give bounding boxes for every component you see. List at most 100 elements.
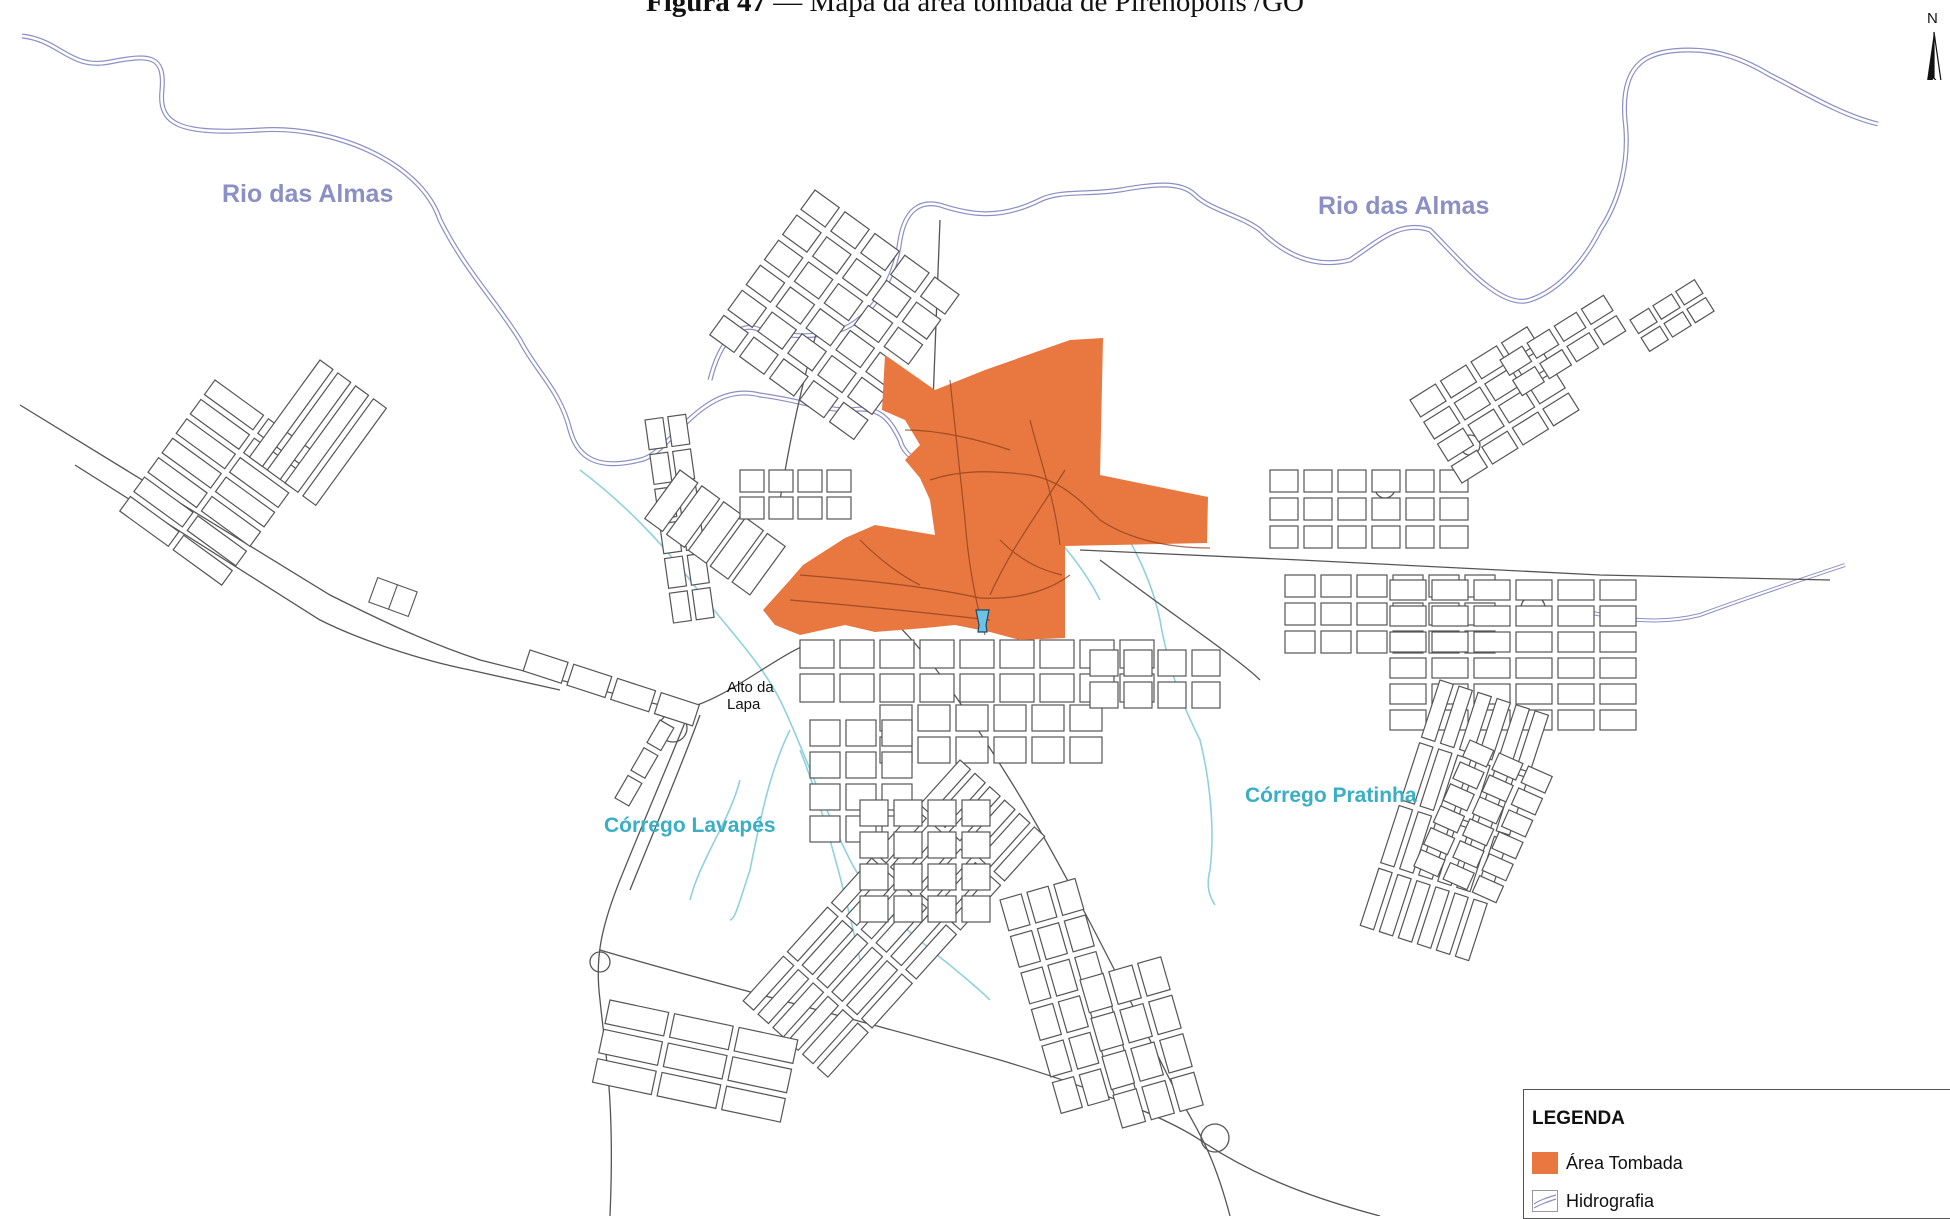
city-block [859,831,889,859]
city-block [1397,879,1431,943]
city-block [1359,867,1393,931]
city-block [1389,683,1427,705]
city-block [816,354,858,394]
city-block [1157,649,1187,677]
city-block [1481,774,1515,803]
city-block [978,812,1031,869]
city-block [1473,579,1511,601]
city-block [727,1056,793,1094]
block-group [1079,956,1204,1129]
city-block [1640,325,1670,353]
city-block [826,496,852,520]
city-block [1051,1075,1084,1115]
city-block [1557,683,1595,705]
city-block [1500,809,1534,838]
figure-title: Mapa da área tombada de Pirenópolis /GO [809,0,1304,18]
city-block [781,214,822,253]
city-block [1599,605,1637,627]
city-block [917,704,951,732]
protected-area-polygon [763,338,1208,640]
city-block [1069,736,1103,764]
city-block [1491,831,1524,860]
city-block [1078,1068,1110,1107]
city-block [879,673,915,703]
city-block [904,924,958,980]
city-block [1436,427,1475,462]
city-block [859,863,889,891]
city-block [1453,386,1492,421]
city-block [1557,657,1595,679]
church-marker [975,609,990,633]
city-block [147,456,208,509]
city-block [1405,497,1435,521]
city-block [668,590,693,624]
city-block [1356,574,1388,598]
city-block [1090,1011,1125,1052]
block-group [859,799,991,923]
city-block [1337,497,1367,521]
city-block [1039,673,1075,703]
city-block [646,719,675,752]
city-block [757,311,798,350]
city-block [228,456,290,509]
city-block [1409,383,1447,418]
city-block [1191,681,1221,709]
city-block [1057,995,1090,1034]
city-block [1439,497,1469,521]
city-block [566,663,613,699]
city-block [999,639,1035,669]
city-block [893,831,923,859]
city-block [284,385,370,494]
block-group [248,359,388,507]
city-block [1269,497,1299,521]
city-block [768,496,794,520]
city-block [1036,922,1069,961]
map-legend: LEGENDA Área Tombada Hidrografia [1523,1089,1950,1219]
city-block [1599,657,1637,679]
city-block [1389,579,1427,601]
north-arrow: N [1922,10,1950,80]
city-block [1413,848,1446,878]
city-block [993,736,1027,764]
city-block [1599,683,1637,705]
city-block [1089,649,1119,677]
figure-caption: Figura 47 — Mapa da área tombada de Pire… [0,0,1950,19]
city-block [1020,966,1052,1005]
city-block [738,336,779,376]
city-block [1337,525,1367,549]
city-block [598,1028,664,1067]
city-block [1130,1041,1165,1083]
city-block [186,515,248,567]
city-block [1515,579,1553,601]
protected-area-streets [789,379,1211,636]
city-block [1471,874,1505,904]
city-block [961,799,991,827]
city-block [1303,525,1333,549]
city-block [161,437,223,489]
city-block [630,746,659,780]
city-block [1031,736,1065,764]
city-block [1069,704,1103,732]
block-group [742,759,1046,1078]
city-block [644,416,668,451]
city-block [1269,525,1299,549]
city-block [772,982,825,1038]
block-group [1499,294,1627,397]
city-block [763,239,804,279]
block-group [799,639,1155,703]
city-block [787,332,828,372]
city-block [667,413,691,448]
city-block [768,469,794,493]
city-block [1431,631,1469,653]
city-block [649,451,673,486]
block-group [1409,326,1580,484]
city-block [1389,631,1427,653]
city-block [1420,679,1455,743]
city-block [893,863,923,891]
city-block [1157,681,1187,709]
city-block [1557,605,1595,627]
city-block [739,496,765,520]
city-block [961,831,991,859]
city-block [1371,497,1401,521]
city-block [841,257,882,297]
